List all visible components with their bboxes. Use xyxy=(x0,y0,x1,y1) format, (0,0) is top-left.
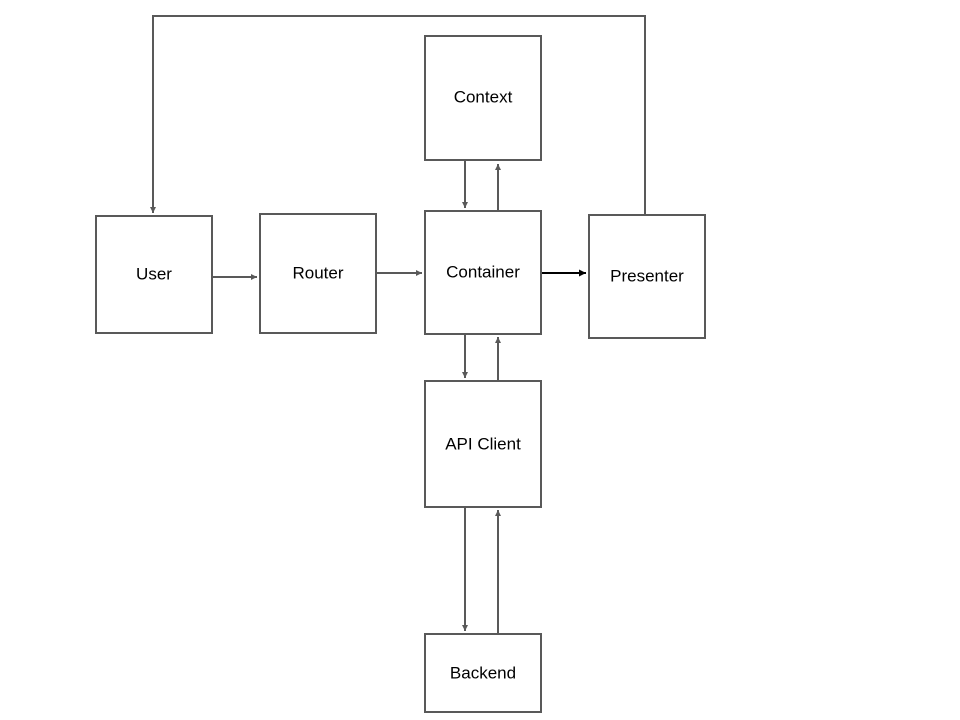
node-router: Router xyxy=(259,213,377,334)
node-api-client: API Client xyxy=(424,380,542,508)
node-router-box xyxy=(259,213,377,334)
node-api-client-label: API Client xyxy=(445,434,521,453)
node-user-label: User xyxy=(136,264,172,283)
node-api-client-box xyxy=(424,380,542,508)
node-user-box xyxy=(95,215,213,334)
node-presenter: Presenter xyxy=(588,214,706,339)
node-context-box xyxy=(424,35,542,161)
edge-presenter-to-user xyxy=(150,15,646,215)
node-backend-label: Backend xyxy=(450,663,516,682)
node-container-label: Container xyxy=(446,262,520,281)
node-backend-box xyxy=(424,633,542,713)
node-user: User xyxy=(95,215,213,334)
node-router-label: Router xyxy=(292,263,343,282)
node-context-label: Context xyxy=(454,87,513,106)
node-backend: Backend xyxy=(424,633,542,713)
node-container: Container xyxy=(424,210,542,335)
node-container-box xyxy=(424,210,542,335)
node-presenter-label: Presenter xyxy=(610,266,684,285)
node-context: Context xyxy=(424,35,542,161)
node-presenter-box xyxy=(588,214,706,339)
